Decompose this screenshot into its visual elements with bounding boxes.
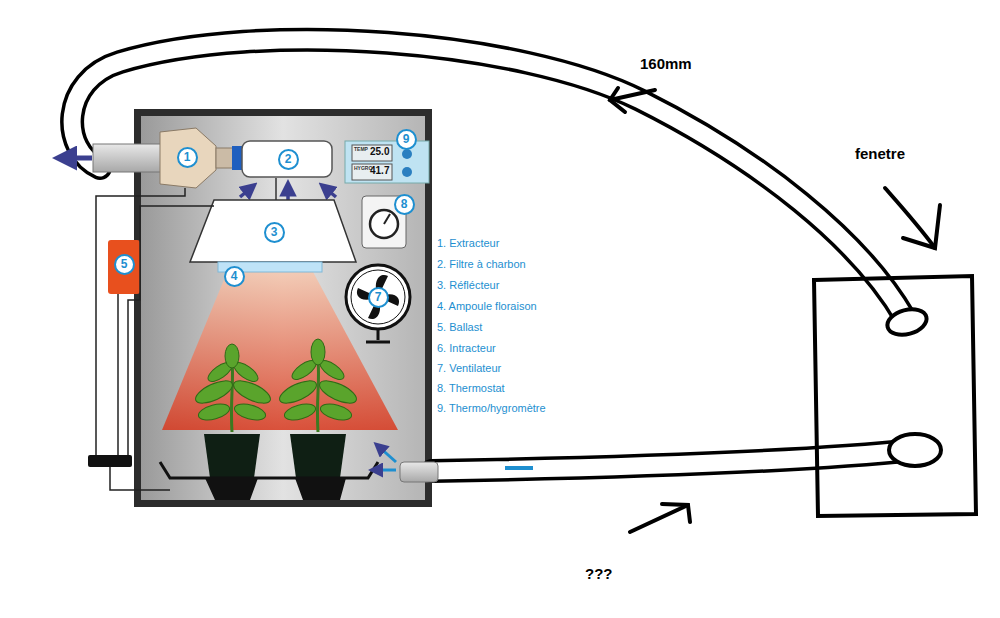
fan <box>346 265 410 342</box>
display-reading: HYGRO <box>354 166 372 172</box>
legend-item: 6. Intracteur <box>437 342 496 354</box>
display-reading: TEMP <box>354 147 368 153</box>
callout-number: 7 <box>375 291 382 303</box>
callout-circle: 1 <box>177 147 198 168</box>
legend-item: 8. Thermostat <box>437 382 505 394</box>
callout-number: 2 <box>285 153 292 165</box>
display-reading: 41.7 <box>370 165 389 176</box>
reflector <box>190 200 356 262</box>
annotation: 160mm <box>640 56 692 73</box>
power-strip <box>88 455 132 467</box>
callout-number: 4 <box>231 270 238 282</box>
ducts <box>72 40 941 471</box>
callout-number: 8 <box>401 198 408 210</box>
wires <box>96 188 214 490</box>
callout-circle: 7 <box>368 287 389 308</box>
callout-number: 9 <box>403 133 410 145</box>
annotation: fenetre <box>855 146 905 163</box>
legend-item: 1. Extracteur <box>437 237 499 249</box>
callout-number: 5 <box>121 258 128 270</box>
ballast <box>108 240 140 294</box>
legend-item: 7. Ventilateur <box>437 362 501 374</box>
window <box>814 276 976 516</box>
callout-number: 1 <box>184 151 191 163</box>
plants <box>160 339 378 500</box>
legend-item: 3. Réflécteur <box>437 279 499 291</box>
annotation: ??? <box>585 566 613 583</box>
thermo-hygrometer <box>345 141 429 183</box>
callout-number: 3 <box>271 226 278 238</box>
legend-item: 9. Thermo/hygromètre <box>437 402 546 414</box>
display-reading: 25.0 <box>370 146 389 157</box>
callout-circle: 5 <box>114 254 135 275</box>
hand-arrows <box>610 88 940 532</box>
callout-circle: 9 <box>396 129 417 150</box>
legend-item: 4. Ampoule floraison <box>437 300 537 312</box>
callout-circle: 2 <box>278 149 299 170</box>
carbon-filter <box>242 141 332 177</box>
legend-item: 2. Filtre à charbon <box>437 258 526 270</box>
callout-circle: 4 <box>224 266 245 287</box>
grow-tent <box>134 109 432 507</box>
callout-circle: 3 <box>264 222 285 243</box>
callout-circle: 8 <box>394 194 415 215</box>
air-arrows <box>240 186 336 200</box>
intake <box>374 446 533 482</box>
legend-item: 5. Ballast <box>437 321 482 333</box>
extractor <box>62 128 242 188</box>
